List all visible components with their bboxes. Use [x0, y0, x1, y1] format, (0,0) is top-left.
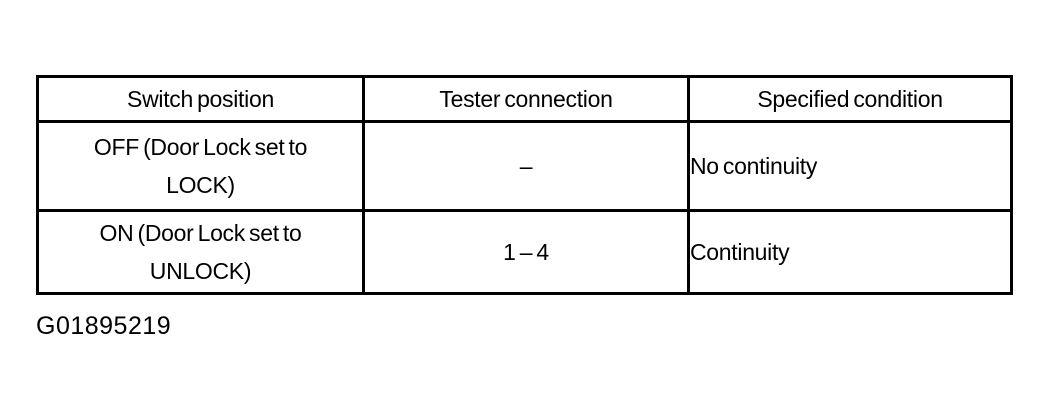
figure-id-label: G01895219	[36, 312, 172, 340]
cell-specified-condition-off: No continuity	[687, 120, 1013, 212]
table-header-row: Switch position Tester connection Specif…	[36, 75, 1013, 123]
table-row: ON (Door Lock set to UNLOCK) 1 – 4 Conti…	[36, 209, 1013, 295]
cell-switch-position-off: OFF (Door Lock set to LOCK)	[36, 120, 365, 212]
table-row: OFF (Door Lock set to LOCK) – No continu…	[36, 120, 1013, 212]
cell-specified-condition-on: Continuity	[687, 209, 1013, 295]
header-tester-connection: Tester connection	[362, 75, 690, 123]
header-specified-condition: Specified condition	[687, 75, 1013, 123]
cell-tester-connection-on: 1 – 4	[362, 209, 690, 295]
header-switch-position: Switch position	[36, 75, 365, 123]
switch-continuity-table: Switch position Tester connection Specif…	[36, 75, 1013, 295]
cell-tester-connection-off: –	[362, 120, 690, 212]
cell-switch-position-on: ON (Door Lock set to UNLOCK)	[36, 209, 365, 295]
